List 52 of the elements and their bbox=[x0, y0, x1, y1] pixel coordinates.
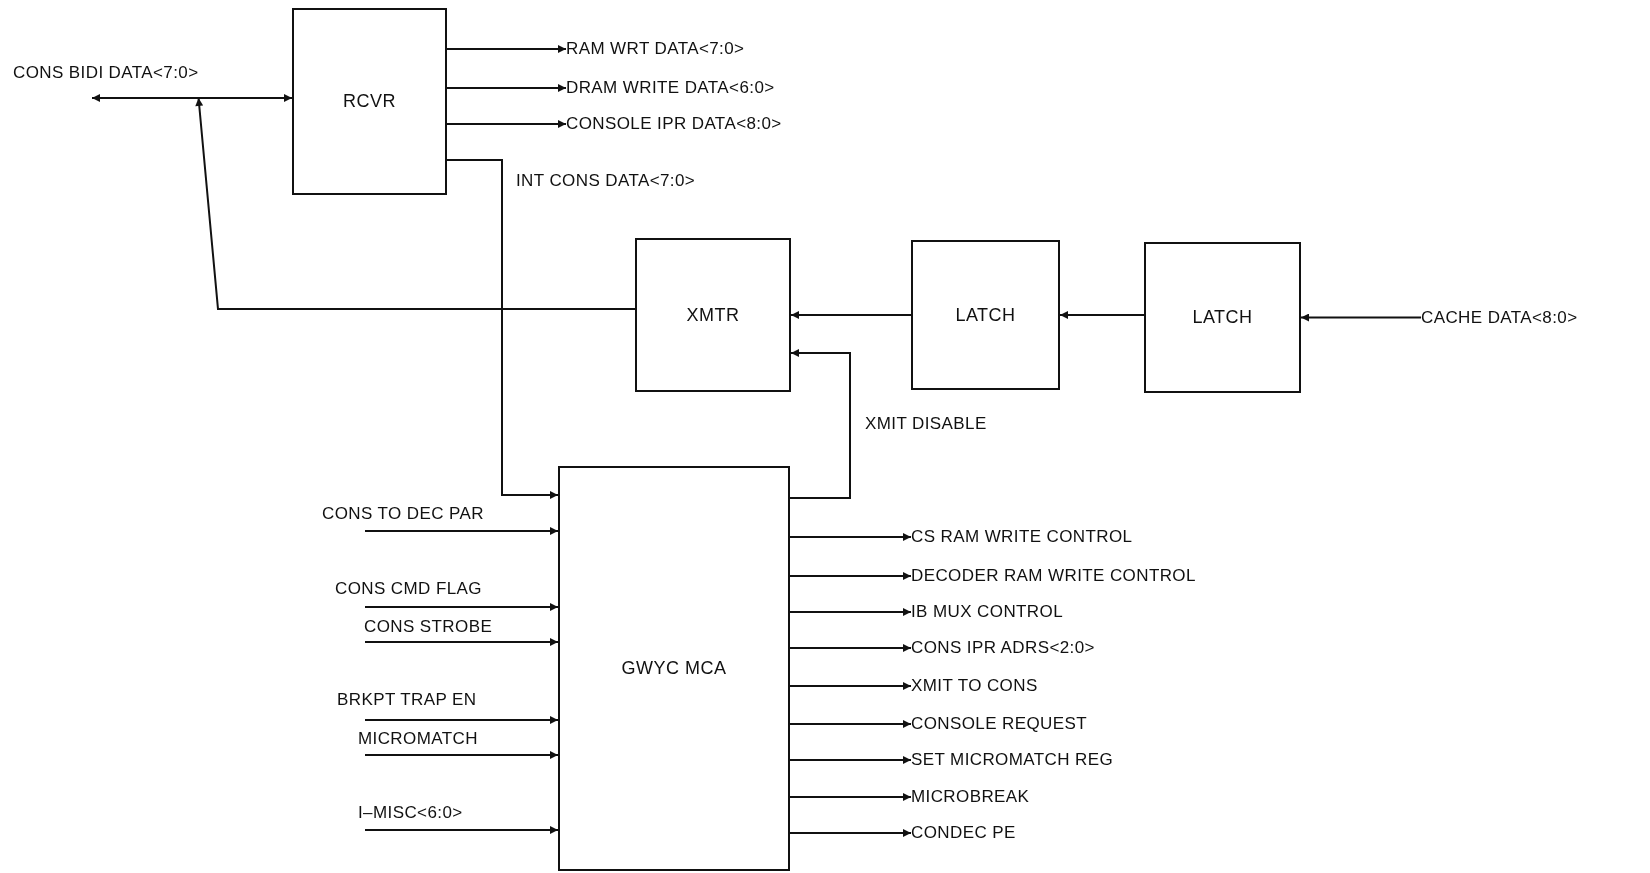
output-signal-label: CONSOLE REQUEST bbox=[911, 713, 1088, 735]
input-signal-label: CONS BIDI DATA<7:0> bbox=[13, 62, 199, 98]
signal-arrow bbox=[789, 720, 912, 728]
signal-arrow bbox=[364, 603, 559, 611]
signal-arrow bbox=[789, 533, 912, 541]
signal-arrow bbox=[195, 97, 636, 310]
input-signal-label: CONS TO DEC PAR bbox=[322, 503, 484, 531]
function-block: LATCH bbox=[911, 240, 1060, 390]
function-block: RCVR bbox=[292, 8, 447, 195]
signal-arrow bbox=[446, 84, 567, 92]
signal-arrow bbox=[789, 644, 912, 652]
output-signal-label: IB MUX CONTROL bbox=[911, 601, 1063, 623]
output-signal-label: DECODER RAM WRITE CONTROL bbox=[911, 565, 1196, 587]
signal-arrow bbox=[364, 751, 559, 759]
output-signal-label: CACHE DATA<8:0> bbox=[1421, 307, 1578, 329]
input-signal-label: MICROMATCH bbox=[358, 728, 478, 755]
input-signal-label: BRKPT TRAP EN bbox=[337, 689, 477, 720]
input-signal-label: CONS STROBE bbox=[364, 616, 493, 642]
output-signal-label: XMIT TO CONS bbox=[911, 675, 1038, 697]
function-block: XMTR bbox=[635, 238, 791, 392]
signal-arrow bbox=[364, 826, 559, 834]
function-block: LATCH bbox=[1144, 242, 1301, 393]
output-signal-label: CONS IPR ADRS<2:0> bbox=[911, 637, 1095, 659]
signal-arrow bbox=[1059, 311, 1145, 319]
output-signal-label: CONSOLE IPR DATA<8:0> bbox=[566, 113, 782, 135]
signal-arrow bbox=[789, 682, 912, 690]
signal-arrow bbox=[789, 829, 912, 837]
function-block: GWYC MCA bbox=[558, 466, 790, 871]
output-signal-label: RAM WRT DATA<7:0> bbox=[566, 38, 745, 60]
signal-arrow bbox=[364, 716, 559, 724]
signal-arrow bbox=[789, 756, 912, 764]
signal-arrow bbox=[789, 608, 912, 616]
signal-arrow bbox=[789, 349, 851, 499]
output-signal-label: CS RAM WRITE CONTROL bbox=[911, 526, 1133, 548]
output-signal-label: DRAM WRITE DATA<6:0> bbox=[566, 77, 775, 99]
input-signal-label: I–MISC<6:0> bbox=[358, 802, 463, 830]
signal-arrow bbox=[446, 159, 559, 499]
input-signal-label: CONS CMD FLAG bbox=[335, 578, 482, 607]
signal-arrow bbox=[364, 527, 559, 535]
signal-arrow bbox=[790, 311, 912, 319]
signal-arrow bbox=[789, 793, 912, 801]
signal-arrow bbox=[789, 572, 912, 580]
signal-arrow bbox=[446, 45, 567, 53]
edge-label: INT CONS DATA<7:0> bbox=[516, 170, 696, 192]
output-signal-label: CONDEC PE bbox=[911, 822, 1016, 844]
output-signal-label: SET MICROMATCH REG bbox=[911, 749, 1114, 771]
signal-arrow bbox=[446, 120, 567, 128]
output-signal-label: MICROBREAK bbox=[911, 786, 1030, 808]
signal-arrow bbox=[91, 94, 293, 102]
signal-arrow bbox=[364, 638, 559, 646]
edge-label: XMIT DISABLE bbox=[865, 413, 987, 435]
signal-arrow bbox=[1300, 313, 1422, 322]
